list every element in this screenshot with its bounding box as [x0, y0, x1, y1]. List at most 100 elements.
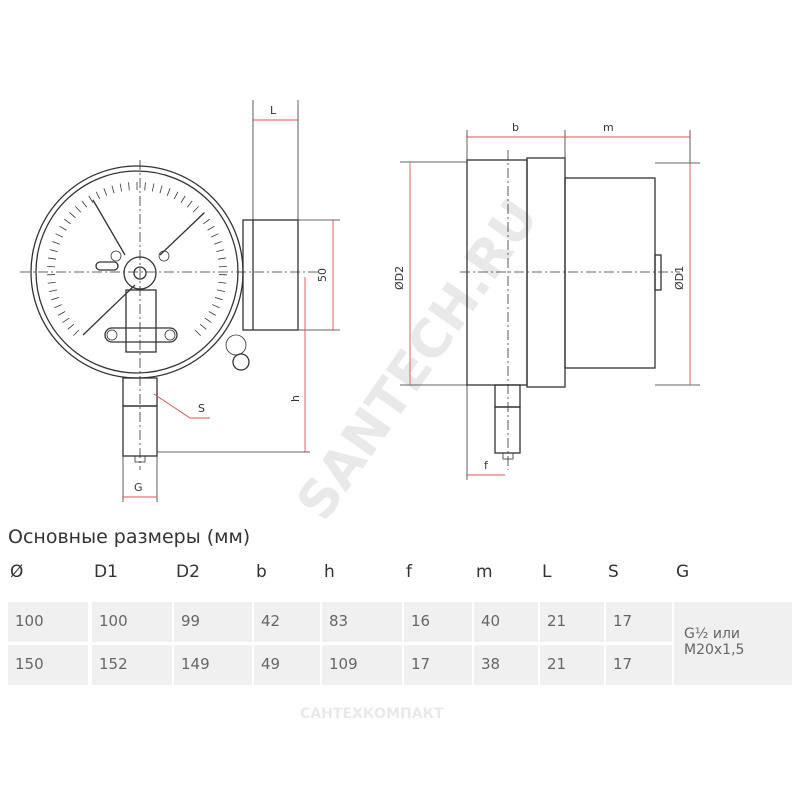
dial-tick — [69, 212, 76, 219]
column-header: D2 — [176, 562, 200, 582]
dial-tick — [144, 182, 146, 191]
dial-tick — [62, 317, 70, 323]
column-header: m — [476, 562, 493, 582]
column-header: L — [542, 562, 552, 582]
table-cell-g: G½ или М20х1,5 — [674, 602, 792, 685]
dial-tick — [151, 183, 155, 192]
dim-D2-label: ØD2 — [393, 266, 406, 290]
dial-tick — [111, 185, 115, 194]
column-header: D1 — [94, 562, 118, 582]
column-header: Ø — [10, 562, 24, 582]
dial-tick — [81, 200, 88, 208]
table-cell: 21 — [540, 645, 604, 685]
table-title: Основные размеры (мм) — [8, 526, 251, 548]
dial-tick — [218, 281, 227, 284]
dial-tick — [47, 265, 56, 268]
dial-tick — [204, 317, 212, 323]
dial-tick — [48, 257, 57, 260]
needle-hub — [123, 256, 157, 290]
dial-tick — [55, 233, 63, 238]
dial-tick — [180, 195, 186, 203]
table-cell: 17 — [606, 602, 672, 642]
watermark-bottom: САНТЕХКОМПАКТ — [300, 706, 444, 722]
table-cell: 49 — [254, 645, 320, 685]
dial-tick — [212, 304, 220, 309]
front-view: L 50 h S G — [20, 100, 340, 502]
dial-tick — [49, 249, 58, 252]
table-cell: 42 — [254, 602, 320, 642]
dial-tick — [49, 289, 58, 293]
side-view: b m ØD2 ØD1 f — [393, 121, 700, 480]
table-cell: 38 — [474, 645, 538, 685]
dial-tick — [54, 304, 62, 309]
dial-tick — [173, 191, 179, 200]
dial-tick — [217, 257, 226, 260]
table-cell: 16 — [404, 602, 472, 642]
table-cell: 109 — [322, 645, 402, 685]
dial-tick — [218, 265, 227, 268]
dial-ticks — [47, 182, 227, 336]
table-cell: 17 — [606, 645, 672, 685]
table-cell: 152 — [92, 645, 172, 685]
dial-tick — [63, 218, 71, 225]
dial-tick — [51, 296, 60, 301]
table-cell: 149 — [174, 645, 252, 685]
dial-tick — [59, 225, 67, 231]
contact-needle-right — [159, 212, 205, 256]
dial-tick — [194, 329, 201, 336]
gauge-back-case — [564, 177, 656, 369]
table-cell: 17 — [404, 645, 472, 685]
dim-S-label: S — [198, 402, 205, 415]
column-header: f — [406, 562, 412, 582]
contact-box — [242, 219, 299, 331]
dial-tick — [52, 241, 60, 245]
table-cell: 21 — [540, 602, 604, 642]
dial-tick — [207, 225, 215, 231]
table-cell: 40 — [474, 602, 538, 642]
dim-L-label: L — [270, 104, 277, 117]
column-header: b — [256, 562, 267, 582]
table-cell: 99 — [174, 602, 252, 642]
column-header: S — [608, 562, 619, 582]
dial-tick — [67, 323, 75, 330]
dial-tick — [216, 249, 225, 252]
dim-h-label: h — [289, 395, 302, 402]
dial-tick — [214, 241, 222, 245]
dial-tick — [159, 185, 163, 194]
dial-tick — [95, 191, 101, 200]
cable-gland — [232, 353, 250, 371]
dial-tick — [208, 311, 217, 316]
dial-tick — [192, 206, 199, 213]
dial-tick — [216, 289, 225, 293]
dial-tick — [203, 218, 211, 225]
table-cell: 100 — [92, 602, 172, 642]
column-header: h — [324, 562, 335, 582]
dial-tick — [166, 188, 171, 196]
dim-f-label: f — [484, 459, 489, 472]
dial-tick — [57, 311, 66, 316]
dim-50-label: 50 — [316, 268, 329, 282]
contact-needle-left — [92, 199, 126, 256]
dial-tick — [199, 323, 207, 330]
dial-tick — [103, 188, 108, 196]
dial-tick — [88, 195, 94, 203]
dim-D1-label: ØD1 — [673, 266, 686, 290]
dial-tick — [214, 296, 223, 301]
dial-tick — [47, 281, 56, 284]
gauge-flange — [526, 157, 566, 388]
dim-b-label: b — [512, 121, 519, 134]
dim-G-label: G — [134, 481, 143, 494]
dial-tick — [75, 206, 82, 213]
dial-tick — [128, 182, 130, 191]
technical-drawing: L 50 h S G b m ØD2 ØD1 — [20, 100, 700, 502]
dial-tick — [119, 183, 123, 192]
dim-m-label: m — [603, 121, 614, 134]
gauge-front-ring — [466, 159, 528, 386]
table-cell: 83 — [322, 602, 402, 642]
table-cell: 100 — [8, 602, 88, 642]
dial-tick — [211, 233, 219, 238]
dial-tick — [186, 200, 193, 208]
table-cell: 150 — [8, 645, 88, 685]
dial-tick — [73, 329, 80, 336]
column-header: G — [676, 562, 690, 582]
